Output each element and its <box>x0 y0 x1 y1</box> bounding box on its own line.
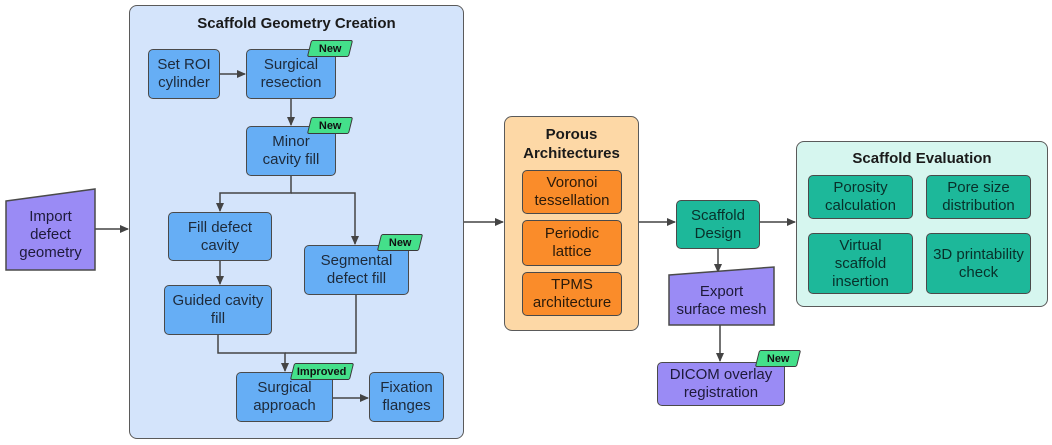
guided-cavity-fill-label: Guided cavity fill <box>172 292 264 327</box>
new-badge-label: New <box>318 42 342 55</box>
printability-check-node: 3D printability check <box>926 233 1031 294</box>
scaffold-design-node: Scaffold Design <box>676 200 760 249</box>
pore-size-distribution-label: Pore size distribution <box>942 179 1015 214</box>
tpms-architecture-node: TPMS architecture <box>522 272 622 316</box>
segmental-defect-fill-label: Segmental defect fill <box>320 252 393 287</box>
scaffold-design-label: Scaffold Design <box>691 206 745 242</box>
fill-defect-cavity-label: Fill defect cavity <box>187 218 253 254</box>
import-defect-geometry-label: Import defect geometry <box>19 208 82 261</box>
export-surface-mesh-shape <box>668 266 775 326</box>
tpms-architecture-label: TPMS architecture <box>532 276 612 311</box>
voronoi-tessellation-node: Voronoi tessellation <box>522 170 622 214</box>
surgical-resection-node: Surgical resection <box>246 49 336 99</box>
arrow-segmental-to-approach <box>285 294 357 354</box>
porous-architectures-title: Porous Architectures <box>523 126 620 162</box>
surgical-approach-label: Surgical approach <box>253 379 316 414</box>
export-surface-mesh-label: Export surface mesh <box>676 283 767 318</box>
arrow-guided-to-approach <box>217 335 289 372</box>
porosity-calculation-label: Porosity calculation <box>825 179 896 214</box>
new-badge-segmental-defect-fill: New <box>376 234 424 251</box>
set-roi-cylinder-label: Set ROI cylinder <box>157 56 211 91</box>
minor-cavity-fill-label: Minor cavity fill <box>262 133 320 168</box>
periodic-lattice-label: Periodic lattice <box>544 225 600 260</box>
export-surface-mesh-node: Export surface mesh <box>668 276 775 326</box>
virtual-scaffold-insertion-node: Virtual scaffold insertion <box>808 233 913 294</box>
import-defect-geometry-shape <box>5 188 96 271</box>
surgical-resection-label: Surgical resection <box>260 56 322 91</box>
arrow-minor-to-fill-defect <box>216 175 292 212</box>
fixation-flanges-node: Fixation flanges <box>369 372 444 422</box>
voronoi-tessellation-label: Voronoi tessellation <box>534 174 610 209</box>
set-roi-cylinder-node: Set ROI cylinder <box>148 49 220 99</box>
import-defect-geometry-node: Import defect geometry <box>5 200 96 270</box>
periodic-lattice-node: Periodic lattice <box>522 220 622 266</box>
pore-size-distribution-node: Pore size distribution <box>926 175 1031 219</box>
scaffold-geometry-creation-title: Scaffold Geometry Creation <box>197 15 396 32</box>
segmental-defect-fill-node: Segmental defect fill <box>304 245 409 295</box>
new-badge-label: New <box>318 119 342 132</box>
fill-defect-cavity-node: Fill defect cavity <box>168 212 272 261</box>
improved-badge-surgical-approach: Improved <box>289 363 355 380</box>
guided-cavity-fill-node: Guided cavity fill <box>164 285 272 335</box>
improved-badge-label: Improved <box>297 365 347 378</box>
new-badge-label: New <box>766 352 790 365</box>
dicom-overlay-label: DICOM overlay registration <box>669 366 773 401</box>
virtual-scaffold-insertion-label: Virtual scaffold insertion <box>832 236 889 290</box>
new-badge-dicom-overlay: New <box>754 350 802 367</box>
scaffold-evaluation-title: Scaffold Evaluation <box>852 150 992 167</box>
porosity-calculation-node: Porosity calculation <box>808 175 913 219</box>
minor-cavity-fill-node: Minor cavity fill <box>246 126 336 176</box>
printability-check-label: 3D printability check <box>933 245 1024 281</box>
fixation-flanges-label: Fixation flanges <box>380 379 433 414</box>
dicom-overlay-node: DICOM overlay registration <box>657 362 785 406</box>
surgical-approach-node: Surgical approach <box>236 372 333 422</box>
new-badge-label: New <box>388 236 412 249</box>
new-badge-minor-cavity-fill: New <box>306 117 354 134</box>
arrow-minor-to-segmental <box>291 192 359 245</box>
new-badge-surgical-resection: New <box>306 40 354 57</box>
